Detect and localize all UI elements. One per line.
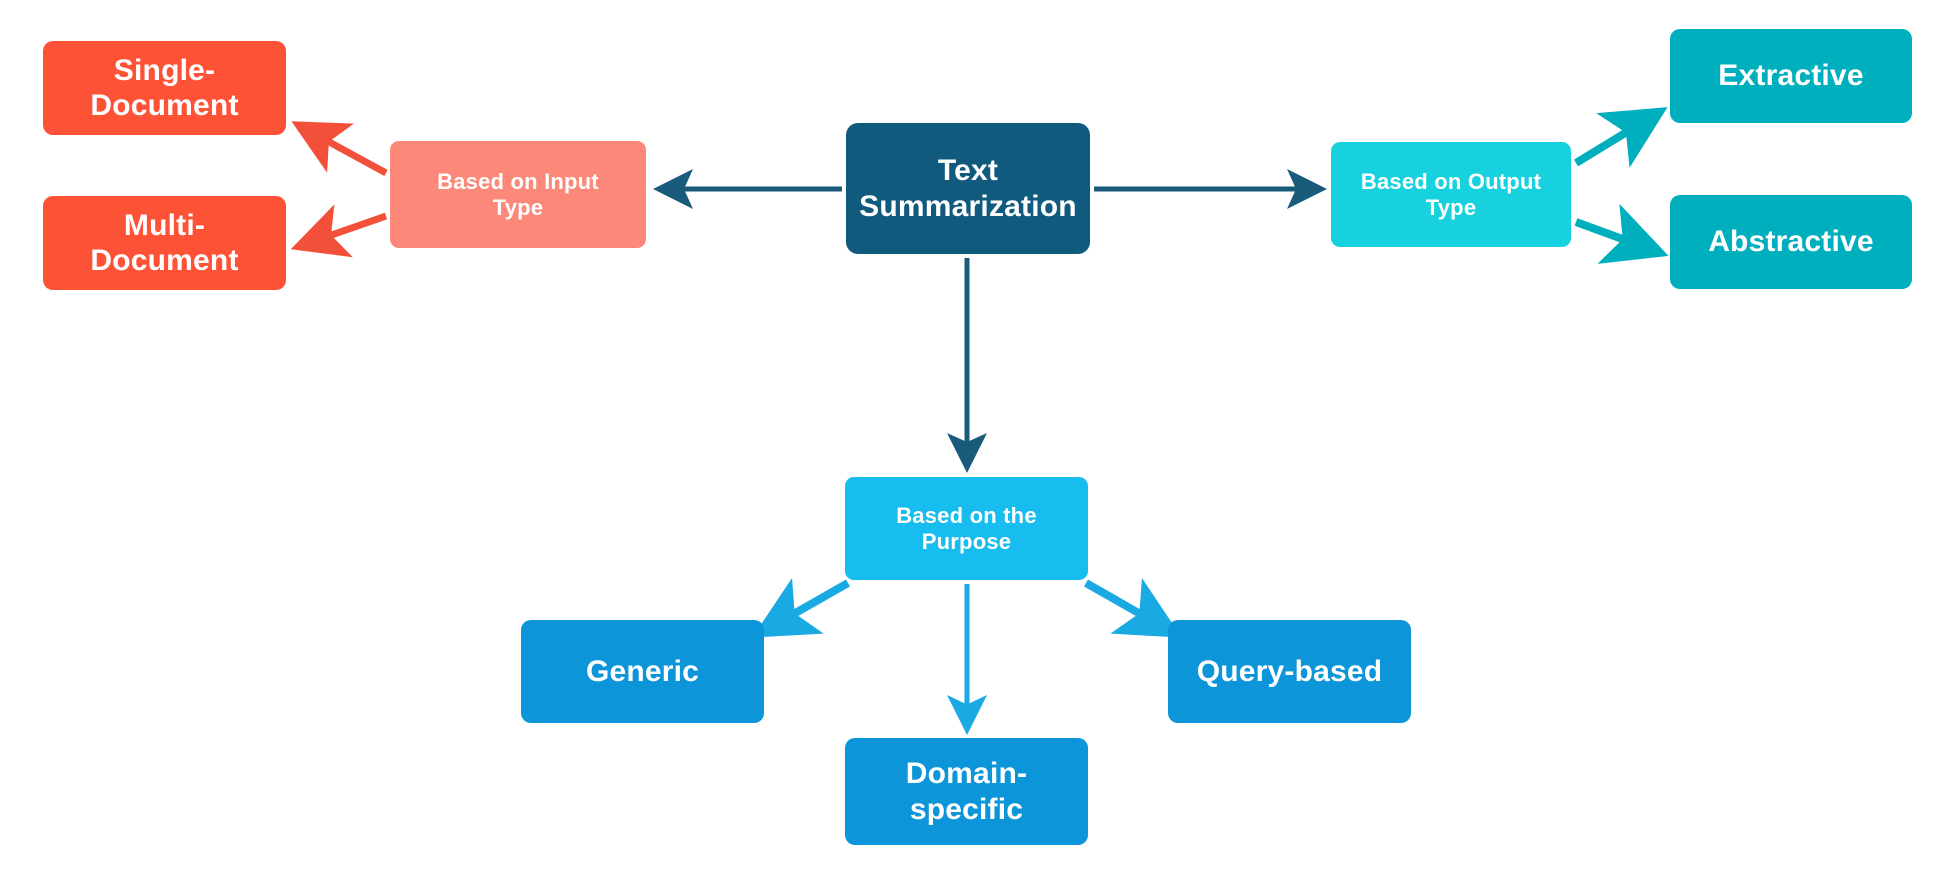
edge-purpose-to-generic bbox=[752, 578, 850, 638]
node-based-on-input-type[interactable]: Based on Input Type bbox=[390, 141, 646, 248]
node-query-based[interactable]: Query-based bbox=[1168, 620, 1411, 723]
node-based-on-output-type[interactable]: Based on Output Type bbox=[1331, 142, 1571, 247]
node-generic[interactable]: Generic bbox=[521, 620, 764, 723]
node-domain-specific[interactable]: Domain- specific bbox=[845, 738, 1088, 845]
node-abstractive[interactable]: Abstractive bbox=[1670, 195, 1912, 289]
edge-output-type-to-abstractive bbox=[1574, 203, 1669, 264]
node-based-on-the-purpose[interactable]: Based on the Purpose bbox=[845, 477, 1088, 580]
node-single-document[interactable]: Single- Document bbox=[43, 41, 286, 135]
edge-input-type-to-multi-document bbox=[290, 204, 388, 258]
edge-input-type-to-single-document bbox=[291, 121, 388, 177]
node-multi-document[interactable]: Multi- Document bbox=[43, 196, 286, 290]
node-extractive[interactable]: Extractive bbox=[1670, 29, 1912, 123]
node-text-summarization[interactable]: Text Summarization bbox=[846, 123, 1090, 254]
edge-output-type-to-extractive bbox=[1573, 107, 1668, 168]
edge-purpose-to-query-based bbox=[1084, 578, 1182, 638]
